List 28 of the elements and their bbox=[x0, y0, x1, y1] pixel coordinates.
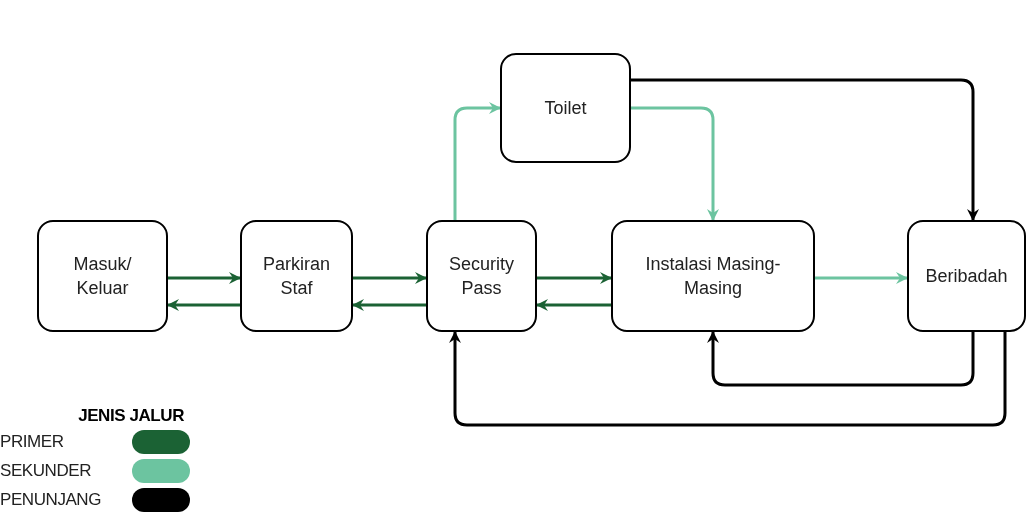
arrow bbox=[167, 299, 240, 311]
arrow bbox=[453, 102, 501, 220]
arrow bbox=[537, 272, 612, 284]
box-label: Toilet bbox=[544, 97, 587, 120]
process-box bbox=[240, 220, 353, 332]
arrow bbox=[536, 299, 611, 311]
box-label: Instalasi Masing-Masing bbox=[644, 253, 782, 300]
legend-label: PRIMER bbox=[0, 430, 64, 453]
legend-label: SEKUNDER bbox=[0, 459, 92, 482]
arrow bbox=[168, 272, 241, 284]
arrow bbox=[631, 78, 979, 221]
arrow bbox=[815, 272, 908, 284]
box-label: Masuk/ Keluar bbox=[72, 253, 133, 300]
arrow bbox=[352, 299, 426, 311]
arrow bbox=[707, 331, 975, 387]
box-label: Parkiran Staf bbox=[262, 253, 331, 300]
process-box bbox=[37, 220, 168, 332]
process-box bbox=[611, 220, 815, 332]
box-label: Beribadah bbox=[925, 265, 1008, 288]
arrow bbox=[353, 272, 427, 284]
legend-label: PENUNJANG bbox=[0, 488, 102, 511]
box-label: Security Pass bbox=[448, 253, 515, 300]
process-box bbox=[500, 53, 631, 163]
arrow bbox=[631, 106, 719, 221]
process-box bbox=[426, 220, 537, 332]
process-box bbox=[907, 220, 1026, 332]
legend-title: JENIS JALUR bbox=[78, 406, 184, 425]
arrow bbox=[449, 331, 1007, 427]
